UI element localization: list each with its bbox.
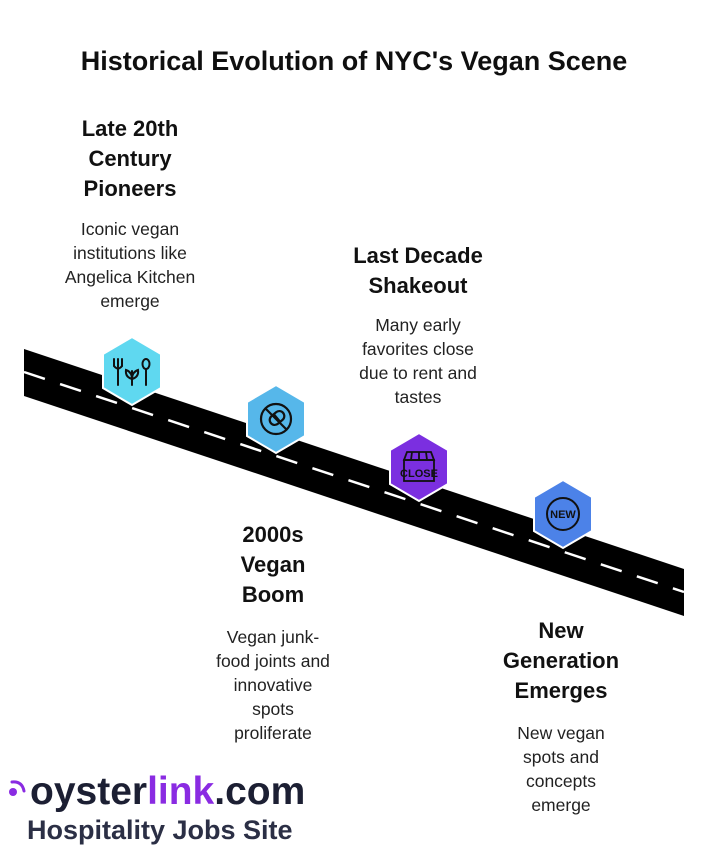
milestone-1-description: Iconic vegan institutions like Angelica …: [64, 219, 196, 311]
brand-mark-icon: [9, 780, 26, 796]
milestone-4-description: New vegan spots and concepts emerge: [517, 723, 605, 815]
milestone-3-heading: Last Decade Shakeout: [353, 243, 483, 298]
milestone-2-description: Vegan junk- food joints and innovative s…: [216, 627, 330, 743]
brand-name-part1: oyster: [30, 770, 148, 813]
store-close-icon: CLOSE: [389, 431, 449, 503]
milestone-4-heading: New Generation Emerges: [502, 618, 620, 703]
new-badge-label: NEW: [550, 509, 576, 521]
new-badge-icon: NEW: [533, 478, 593, 550]
milestone-3-description: Many early favorites close due to rent a…: [359, 315, 477, 407]
page-title: Historical Evolution of NYC's Vegan Scen…: [80, 46, 628, 76]
brand-tagline: Hospitality Jobs Site: [27, 815, 293, 845]
store-close-label: CLOSE: [400, 468, 438, 480]
brand-logo: oysterlink.com: [4, 770, 305, 814]
milestone-2-heading: 2000s Vegan Boom: [240, 522, 306, 607]
no-pill-icon: [246, 383, 306, 455]
brand-name-part3: .com: [214, 770, 306, 813]
brand-name-part2: link: [147, 770, 215, 813]
utensils-leaf-icon: [102, 335, 162, 407]
milestone-1-heading: Late 20th Century Pioneers: [81, 116, 179, 201]
road-center-dashes: [23, 370, 685, 594]
